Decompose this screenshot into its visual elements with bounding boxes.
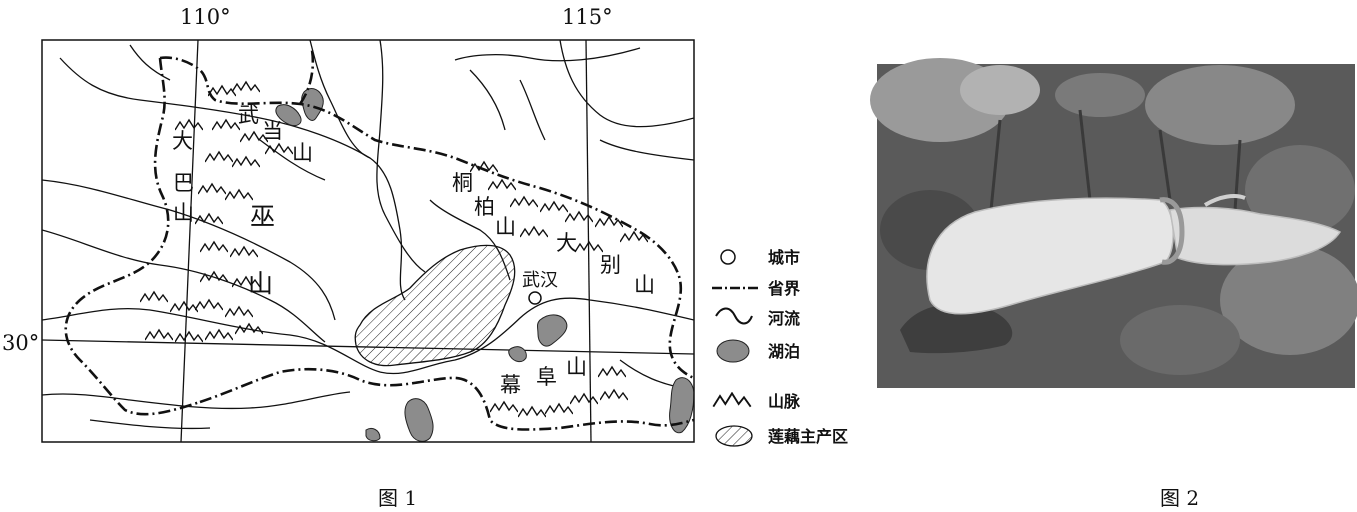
legend-label-lake: 湖泊 bbox=[768, 342, 800, 361]
legend-label-lotus-area: 莲藕主产区 bbox=[768, 427, 848, 446]
label-dabie-2: 别 bbox=[600, 253, 621, 277]
label-mufu-3: 山 bbox=[566, 355, 587, 379]
label-dabie-3: 山 bbox=[634, 273, 655, 297]
label-city-wuhan: 武汉 bbox=[522, 270, 558, 291]
map-figure: 110° 115° 30° bbox=[2, 5, 695, 443]
label-dabie-1: 大 bbox=[556, 231, 577, 255]
label-daba-1: 大 bbox=[172, 129, 193, 153]
label-daba-3: 山 bbox=[173, 201, 194, 225]
lake-icon bbox=[716, 339, 750, 363]
label-tongbai-2: 柏 bbox=[474, 195, 495, 219]
label-wushan-1: 巫 bbox=[250, 202, 275, 231]
legend-label-border: 省界 bbox=[767, 279, 800, 298]
lotus-root-photo bbox=[870, 58, 1357, 388]
city-wuhan-marker bbox=[528, 291, 542, 305]
mountain-icon bbox=[712, 392, 752, 408]
legend-label-city: 城市 bbox=[768, 248, 800, 267]
mountain-labels: 武 当 山 大 巴 山 巫 山 桐 柏 山 大 别 山 幕 阜 山 bbox=[172, 103, 655, 397]
label-wudang-2: 当 bbox=[262, 119, 283, 143]
map-legend: 城市 省界 河流 湖泊 山脉 莲藕主产区 bbox=[712, 248, 848, 447]
label-wushan-2: 山 bbox=[248, 269, 273, 298]
rivers bbox=[42, 40, 694, 430]
city-circle-icon bbox=[720, 249, 736, 265]
lotus-root-area bbox=[354, 244, 516, 367]
figure1-caption: 图 1 bbox=[378, 486, 418, 510]
label-mufu-1: 幕 bbox=[500, 373, 521, 397]
lakes bbox=[275, 88, 694, 442]
lotus-root-area-icon bbox=[715, 425, 753, 447]
label-daba-2: 巴 bbox=[173, 171, 194, 195]
label-tongbai-1: 桐 bbox=[452, 171, 473, 195]
lat-label-30: 30° bbox=[2, 331, 39, 355]
legend-label-mountain: 山脉 bbox=[768, 392, 801, 411]
label-mufu-2: 阜 bbox=[536, 365, 557, 389]
map-frame bbox=[41, 39, 695, 443]
province-borders bbox=[64, 49, 694, 431]
meridian-115 bbox=[585, 40, 592, 442]
meridian-110 bbox=[180, 40, 199, 442]
label-tongbai-3: 山 bbox=[495, 215, 516, 239]
river-icon bbox=[715, 307, 753, 325]
legend-label-river: 河流 bbox=[768, 309, 800, 328]
label-wudang-3: 山 bbox=[292, 141, 313, 165]
label-wudang-1: 武 bbox=[238, 103, 259, 127]
lon-label-115: 115° bbox=[562, 5, 613, 29]
lon-label-110: 110° bbox=[180, 5, 231, 29]
figure2-caption: 图 2 bbox=[1160, 486, 1200, 510]
